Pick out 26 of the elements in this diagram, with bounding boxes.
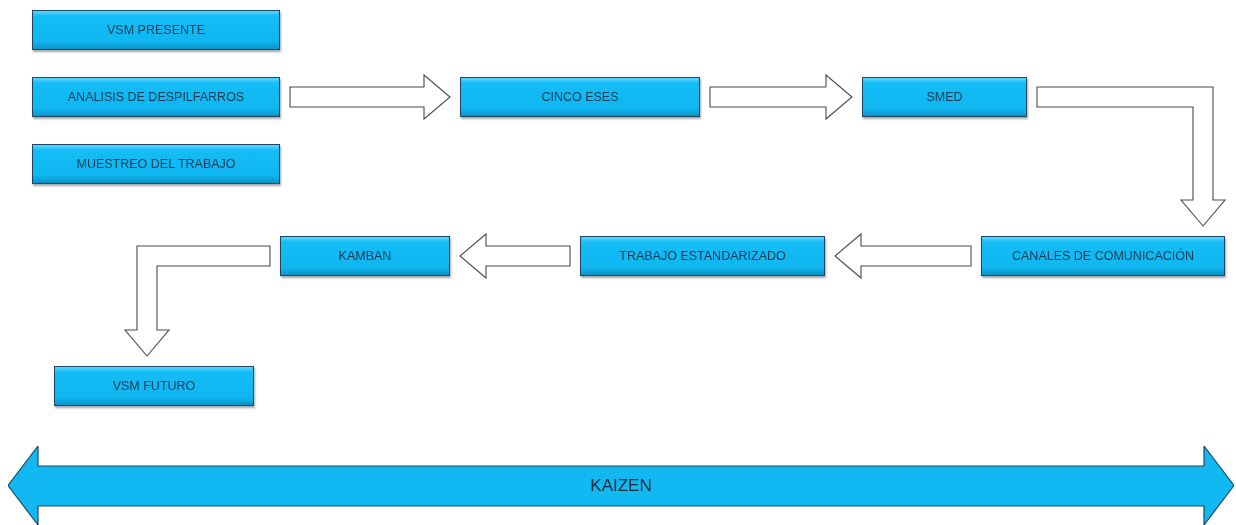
box-label: SMED: [926, 90, 963, 104]
block-arrow: [1036, 86, 1227, 227]
process-box: [460, 77, 700, 117]
process-box: [32, 144, 280, 184]
box-label: CINCO ESES: [541, 90, 619, 104]
box-label: ANALISIS DE DESPILFARROS: [67, 90, 245, 104]
block-arrow: [459, 232, 571, 280]
box-label: VSM PRESENTE: [107, 23, 205, 37]
box-label: MUESTREO DEL TRABAJO: [76, 157, 236, 171]
block-arrow: [289, 73, 451, 121]
band-label: KAIZEN: [590, 475, 652, 496]
box-label: CANALES DE COMUNICACIÓN: [1012, 249, 1194, 263]
block-arrow: [834, 232, 972, 280]
process-box: [862, 77, 1027, 117]
process-box: [580, 236, 825, 276]
block-arrow: [123, 245, 271, 357]
process-box: [32, 10, 280, 50]
process-box: [54, 366, 254, 406]
process-box: [32, 77, 280, 117]
box-label: VSM FUTURO: [112, 379, 196, 393]
box-label: TRABAJO ESTANDARIZADO: [619, 249, 786, 263]
box-label: KAMBAN: [338, 249, 392, 263]
process-box: [981, 236, 1225, 276]
block-arrow: [709, 73, 853, 121]
double-arrow-band: [8, 446, 1234, 525]
process-box: [280, 236, 450, 276]
